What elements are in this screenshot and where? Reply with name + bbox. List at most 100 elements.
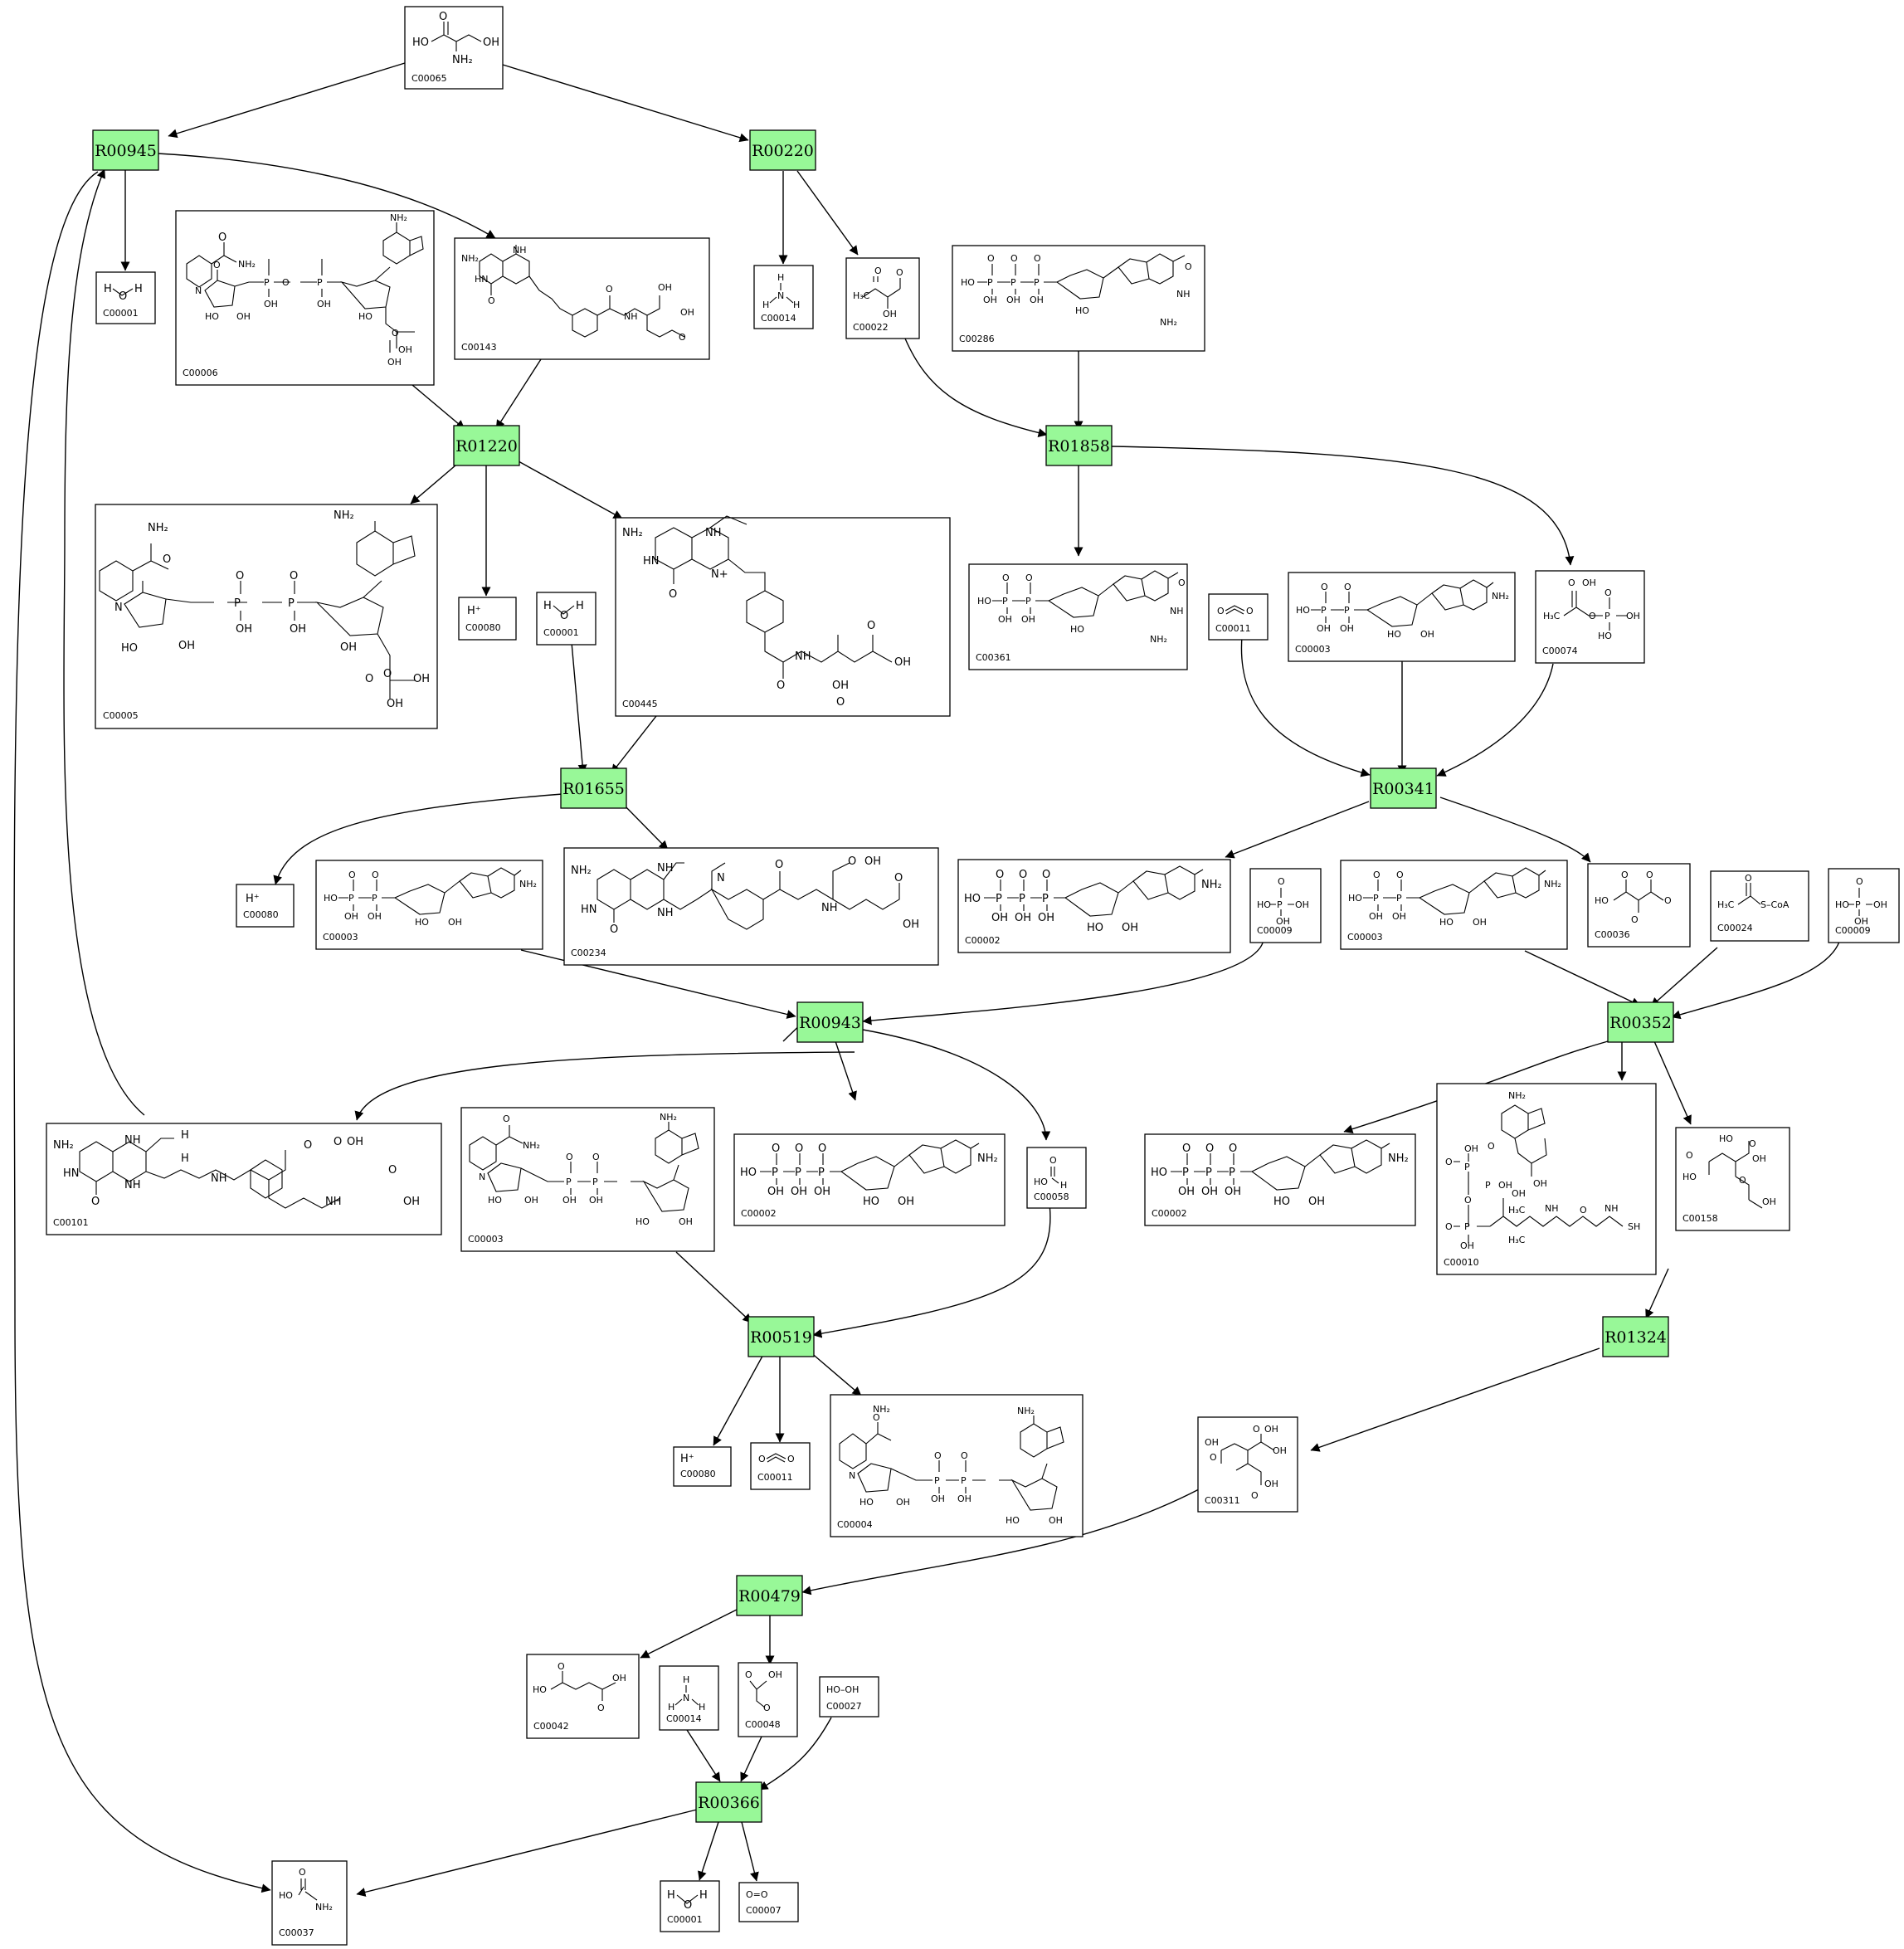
compound-node-C00101[interactable]: NH₂ NH HN NH O H H NH O NH OH O O OH C00… — [46, 1123, 442, 1235]
compound-node-C00011[interactable]: O O C00011 — [1208, 593, 1269, 641]
svg-text:O: O — [1749, 1138, 1756, 1149]
structure-c00014: H N H H — [668, 1674, 705, 1713]
svg-text:P: P — [961, 1475, 967, 1486]
svg-text:P: P — [987, 277, 993, 288]
svg-text:NH₂: NH₂ — [1492, 591, 1509, 602]
compound-node-C00001[interactable]: H O H C00001 — [660, 1880, 720, 1932]
svg-text:OH: OH — [1178, 1186, 1195, 1198]
svg-text:O: O — [1686, 1150, 1693, 1161]
svg-text:O: O — [560, 610, 568, 622]
compound-node-C00010[interactable]: NH₂ OH O OH O P O P OH P O OH H₃C OH H₃C… — [1436, 1083, 1657, 1275]
reaction-node-R00479[interactable]: R00479 — [736, 1575, 803, 1616]
compound-node-C00003[interactable]: HO P P O O OH OH HO OH NH₂ C00003 — [315, 860, 543, 950]
compound-id: C00009 — [1835, 925, 1871, 936]
reaction-node-R01655[interactable]: R01655 — [560, 767, 627, 809]
compound-node-C00048[interactable]: O OH O C00048 — [738, 1662, 798, 1737]
compound-node-C00024[interactable]: H₃C O S–CoA C00024 — [1710, 870, 1809, 942]
svg-text:OH: OH — [347, 1136, 363, 1148]
reaction-node-R01220[interactable]: R01220 — [453, 425, 520, 466]
compound-node-C00006[interactable]: O NH₂ N O HO OH P P O OH OH NH₂ HO O OH … — [175, 210, 435, 386]
compound-node-C00004[interactable]: NH₂ O N HO OH P P O O OH OH NH₂ HO OH C0… — [830, 1394, 1083, 1537]
compound-node-C00014[interactable]: H N H H C00014 — [659, 1665, 719, 1731]
compound-node-C00003[interactable]: HO P P O O OH OH HO OH NH₂ C00003 — [1340, 860, 1568, 950]
compound-node-C00009[interactable]: O HO P OH OH C00009 — [1249, 868, 1322, 943]
compound-node-C00058[interactable]: O HO H C00058 — [1026, 1147, 1087, 1209]
compound-id: C00080 — [465, 622, 501, 633]
svg-text:HO: HO — [1296, 605, 1310, 616]
svg-text:O: O — [1745, 873, 1752, 884]
svg-text:H: H — [181, 1129, 189, 1142]
compound-node-C00003[interactable]: HO P P O O OH OH HO OH NH₂ C00003 — [1288, 572, 1516, 662]
compound-node-C00001[interactable]: H O H C00001 — [536, 592, 597, 646]
svg-text:P: P — [288, 597, 295, 610]
svg-text:O: O — [439, 11, 447, 23]
reaction-node-R00943[interactable]: R00943 — [796, 1001, 864, 1043]
svg-text:OH: OH — [1006, 295, 1020, 305]
compound-node-C00002[interactable]: HO P P P O O O OH OH OH HO OH NH₂ C00002 — [1144, 1133, 1416, 1226]
svg-text:N: N — [114, 602, 123, 614]
reaction-node-R00945[interactable]: R00945 — [92, 129, 159, 171]
reaction-node-R01858[interactable]: R01858 — [1045, 425, 1113, 466]
compound-node-C00001[interactable]: H O H C00001 — [95, 271, 156, 324]
svg-text:O=O: O=O — [746, 1889, 768, 1900]
svg-text:NH₂: NH₂ — [660, 1112, 677, 1123]
compound-node-C00002[interactable]: HO P P P O O O OH OH OH HO OH NH₂ C00002 — [957, 859, 1231, 953]
svg-text:O: O — [848, 855, 856, 868]
compound-node-C00080[interactable]: H⁺ C00080 — [673, 1446, 732, 1487]
reaction-node-R00519[interactable]: R00519 — [747, 1316, 815, 1357]
compound-node-C00445[interactable]: NH₂ NH HN N+ O NH O OH O OH O C00445 — [615, 515, 951, 717]
svg-text:OH: OH — [931, 1493, 945, 1504]
svg-text:P: P — [1002, 596, 1008, 607]
svg-text:HO: HO — [859, 1497, 874, 1508]
svg-text:OH: OH — [658, 282, 672, 293]
compound-node-C00027[interactable]: HO–OH C00027 — [819, 1676, 879, 1718]
compound-id: C00445 — [622, 699, 658, 709]
compound-node-C00007[interactable]: O=O C00007 — [738, 1882, 799, 1922]
svg-text:HO–OH: HO–OH — [826, 1684, 859, 1695]
compound-node-C00011[interactable]: O O C00011 — [750, 1442, 811, 1490]
compound-node-C00003[interactable]: O NH₂ N HO OH P P O O OH OH NH₂ HO OH C0… — [460, 1107, 715, 1252]
svg-text:NH: NH — [821, 902, 838, 914]
reaction-node-R01324[interactable]: R01324 — [1602, 1316, 1669, 1357]
compound-node-C00080[interactable]: H⁺ C00080 — [236, 884, 295, 928]
reaction-node-R00220[interactable]: R00220 — [749, 129, 816, 171]
svg-text:NH₂: NH₂ — [519, 879, 537, 889]
compound-node-C00074[interactable]: O OH H₃C O P O OH HO C00074 — [1535, 570, 1645, 664]
compound-node-C00042[interactable]: HO O O OH C00042 — [526, 1654, 640, 1739]
reaction-node-R00352[interactable]: R00352 — [1607, 1001, 1674, 1043]
structure-c00022: O H₃C O OH — [853, 266, 903, 319]
compound-node-C00158[interactable]: HO O O OH HO O OH C00158 — [1675, 1127, 1790, 1231]
svg-text:OH: OH — [1049, 1515, 1063, 1526]
compound-node-C00037[interactable]: O HO NH₂ C00037 — [271, 1860, 348, 1946]
compound-id: C00143 — [461, 342, 497, 353]
compound-node-C00002[interactable]: HO P P P O O O OH OH OH HO OH NH₂ C00002 — [733, 1133, 1006, 1226]
reaction-label: R01655 — [562, 780, 625, 798]
compound-node-C00143[interactable]: NH₂ HN NH O O NH OH OH O C00143 — [454, 237, 710, 360]
compound-node-C00311[interactable]: O OH OH O OH OH O C00311 — [1197, 1416, 1298, 1513]
compound-id: C00037 — [279, 1927, 314, 1938]
compound-node-C00009[interactable]: O HO P OH OH C00009 — [1828, 868, 1900, 943]
svg-text:O: O — [503, 1113, 510, 1124]
compound-node-C00022[interactable]: O H₃C O OH C00022 — [845, 257, 920, 339]
svg-text:O: O — [679, 332, 686, 343]
svg-text:NH: NH — [1176, 289, 1191, 300]
svg-text:NH: NH — [124, 1134, 141, 1147]
structure-c00311: O OH OH O OH OH O — [1205, 1424, 1287, 1501]
svg-text:H: H — [667, 1889, 675, 1902]
compound-node-C00014[interactable]: H N H H C00014 — [753, 265, 814, 329]
compound-node-C00286[interactable]: HO P P P O O O OH OH OH HO O NH NH₂ C002… — [952, 245, 1205, 352]
compound-id: C00004 — [837, 1519, 873, 1530]
structure-c00058: O HO H — [1034, 1155, 1067, 1191]
compound-node-C00080[interactable]: H⁺ C00080 — [458, 597, 517, 641]
structure-c00158: HO O O OH HO O OH — [1682, 1133, 1776, 1209]
reaction-node-R00341[interactable]: R00341 — [1370, 767, 1437, 809]
compound-node-C00036[interactable]: HO O O O O C00036 — [1587, 863, 1691, 948]
structure-c00001: H O H — [667, 1889, 708, 1912]
compound-node-C00234[interactable]: NH₂ NH HN NH O N O NH OH O O OH C00234 — [563, 847, 939, 966]
svg-text:HN: HN — [63, 1167, 80, 1180]
reaction-node-R00366[interactable]: R00366 — [695, 1781, 762, 1823]
compound-node-C00005[interactable]: NH₂ O N HO OH P P O O OH OH NH₂ OH O O O… — [95, 504, 438, 729]
compound-node-C00065[interactable]: HO O OH NH₂ C00065 — [404, 6, 504, 90]
compound-node-C00361[interactable]: HO P P O O OH OH HO O NH NH₂ C00361 — [968, 563, 1188, 670]
svg-text:HO: HO — [412, 37, 429, 49]
